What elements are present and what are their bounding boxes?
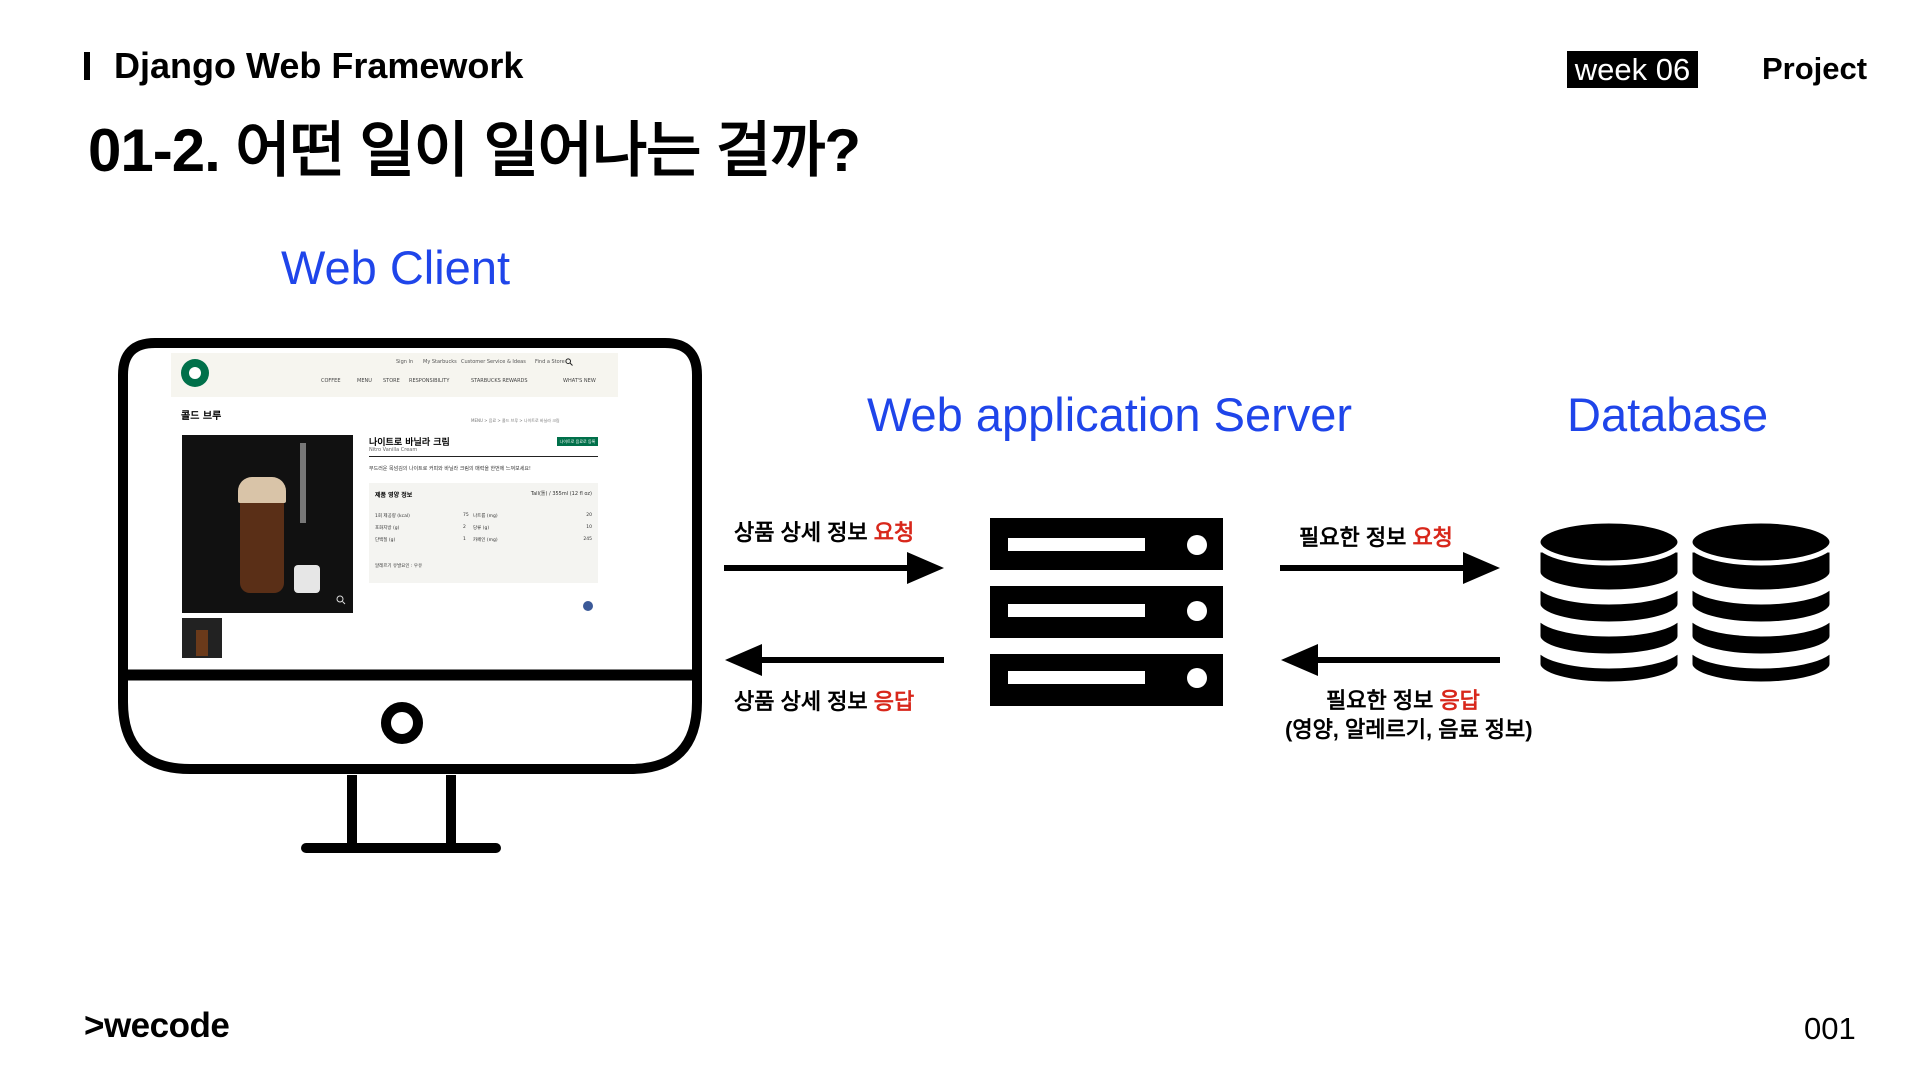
request-highlight: 요청 [873,520,915,545]
foam-shape [238,477,286,503]
site-header: Sign In My Starbucks Customer Service & … [171,353,618,397]
util-link-signin[interactable]: Sign In [396,359,414,365]
arrow-left-icon [725,644,944,676]
allergy-text: 알레르기 유발요인 : 우유 [375,564,423,569]
nutrition-label: 카페인 (mg) [473,538,498,543]
breadcrumb[interactable]: MENU > 음료 > 콜드 브루 > 나이트로 바닐라 크림 [471,418,560,423]
category-title: 콜드 브루 [181,411,222,422]
response-highlight: 응답 [1439,688,1480,713]
db-response-detail: (영양, 알레르기, 음료 정보) [1285,717,1533,742]
client-request-label: 상품 상세 정보 요청 [734,519,914,547]
database-icon [1535,518,1835,686]
facebook-share-icon[interactable] [583,601,593,611]
course-title: Django Web Framework [114,45,524,86]
zoom-icon[interactable] [336,595,346,605]
db-request-label: 필요한 정보 요청 [1299,524,1453,552]
server-rack-icon [990,518,1223,706]
nav-whats-new[interactable]: WHAT'S NEW [563,378,596,384]
project-label: Project [1762,51,1868,86]
pitcher-shape [294,565,320,593]
week-badge: week 06 [1567,51,1698,88]
serving-size: Tall(톨) / 355ml (12 fl oz) [530,491,592,497]
request-highlight: 요청 [1412,525,1453,550]
nutrition-value: 245 [583,537,592,542]
client-response-label: 상품 상세 정보 응답 [734,688,914,716]
nutrition-info-box: 제품 영양 정보 Tall(톨) / 355ml (12 fl oz) 1회 제… [369,483,598,583]
search-icon[interactable] [565,358,573,366]
web-server-label: Web application Server [867,388,1353,441]
arrow-right-icon [1280,552,1500,584]
nutrition-value: 1 [463,537,466,542]
wecode-logo: >wecode [84,1006,230,1045]
product-photo [182,435,353,613]
nutrition-value: 75 [463,513,469,518]
product-name-en: Nitro Vanilla Cream [369,447,418,453]
nav-menu[interactable]: MENU [357,378,372,384]
util-link-find-store[interactable]: Find a Store [535,359,565,365]
response-highlight: 응답 [873,689,915,714]
request-text: 필요한 정보 [1299,525,1413,550]
nutrition-label: 포화지방 (g) [375,526,400,531]
nav-rewards[interactable]: STARBUCKS REWARDS [471,378,528,384]
web-client-label: Web Client [281,241,511,294]
database-label: Database [1567,388,1769,441]
header-accent-bar [84,52,90,80]
product-badge[interactable]: 나이트로 음료로 등록 [557,437,598,446]
arrow-right-icon [724,552,944,584]
monitor-screen-webpage: Sign In My Starbucks Customer Service & … [171,353,618,665]
nutrition-label: 1회 제공량 (kcal) [375,514,410,519]
response-text: 필요한 정보 [1326,688,1440,713]
nutrition-value: 20 [586,513,592,518]
arrow-left-icon [1281,644,1500,676]
nutrition-value: 10 [586,525,592,530]
product-name: 나이트로 바닐라 크림 [369,438,450,448]
util-link-customer-service[interactable]: Customer Service & Ideas [461,359,526,365]
page-number: 001 [1804,1011,1856,1046]
slide-title: 01-2. 어떤 일이 일어나는 걸까? [88,117,861,184]
starbucks-logo-icon[interactable] [181,359,209,387]
nav-store[interactable]: STORE [383,378,400,384]
db-response-label: 필요한 정보 응답 [1326,687,1480,715]
tap-shape [300,443,306,523]
nutrition-label: 당류 (g) [473,526,490,531]
nav-coffee[interactable]: COFFEE [321,378,341,384]
response-text: 상품 상세 정보 [734,689,874,714]
product-description: 부드러운 목넘김의 나이트로 커피와 바닐라 크림의 매력을 한번에 느껴보세요… [369,466,531,472]
nav-responsibility[interactable]: RESPONSIBILITY [409,378,450,384]
divider [369,456,598,457]
product-thumbnail[interactable] [182,618,222,658]
nutrition-value: 2 [463,525,466,530]
nutrition-label: 단백질 (g) [375,538,396,543]
nutrition-title: 제품 영양 정보 [375,492,413,499]
nutrition-label: 나트륨 (mg) [473,514,498,519]
request-text: 상품 상세 정보 [734,520,874,545]
util-link-mystarbucks[interactable]: My Starbucks [423,359,457,365]
